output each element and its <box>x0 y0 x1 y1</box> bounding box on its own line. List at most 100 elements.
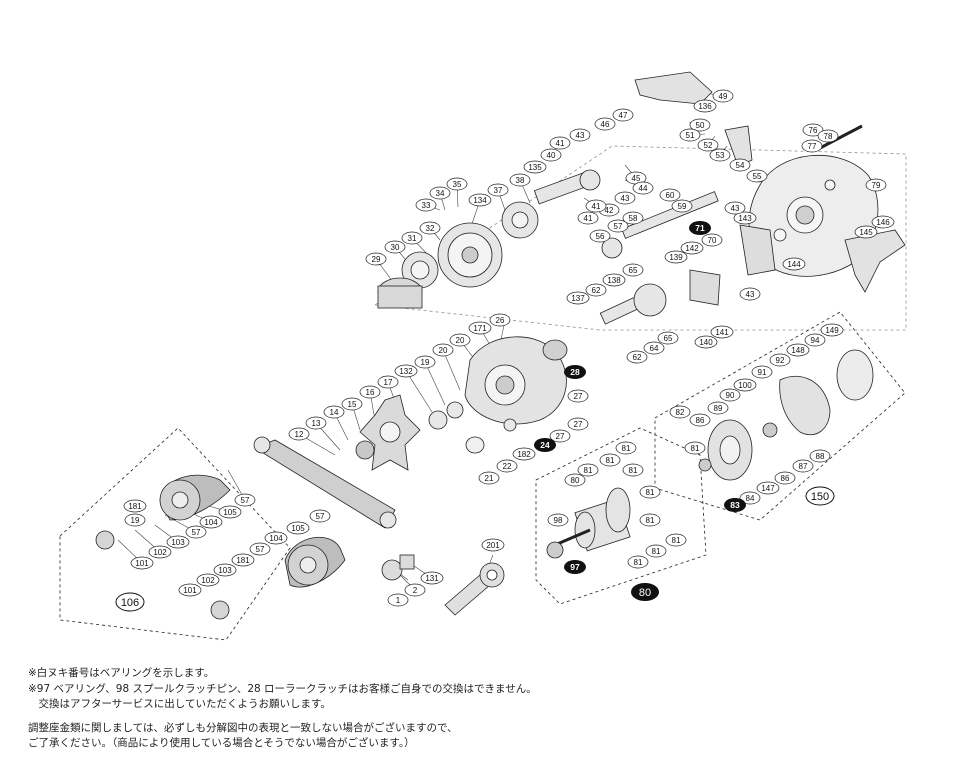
filled-badges: 71 28 24 83 97 <box>534 221 746 574</box>
svg-text:81: 81 <box>634 558 643 567</box>
svg-text:94: 94 <box>811 336 820 345</box>
svg-text:55: 55 <box>753 172 762 181</box>
svg-text:62: 62 <box>592 286 601 295</box>
svg-text:27: 27 <box>556 432 565 441</box>
svg-text:2: 2 <box>413 586 418 595</box>
svg-text:54: 54 <box>736 161 745 170</box>
svg-text:43: 43 <box>746 290 755 299</box>
svg-text:105: 105 <box>223 508 237 517</box>
svg-text:102: 102 <box>201 576 215 585</box>
svg-text:92: 92 <box>776 356 785 365</box>
svg-text:81: 81 <box>606 456 615 465</box>
svg-text:71: 71 <box>695 223 705 233</box>
svg-text:86: 86 <box>781 474 790 483</box>
drag-star-cover-145 <box>844 229 906 293</box>
svg-text:88: 88 <box>816 452 825 461</box>
svg-text:49: 49 <box>719 92 728 101</box>
svg-text:60: 60 <box>666 191 675 200</box>
handle-arm <box>253 436 397 529</box>
assembly-badges: 106 80 150 <box>115 486 835 612</box>
svg-text:131: 131 <box>425 574 439 583</box>
svg-text:81: 81 <box>672 536 681 545</box>
drag-star-stack <box>355 394 517 471</box>
svg-text:103: 103 <box>218 566 232 575</box>
svg-text:57: 57 <box>192 528 201 537</box>
level-wind-shaft <box>599 191 776 325</box>
tool-201 <box>444 562 505 616</box>
svg-text:21: 21 <box>485 474 494 483</box>
side-plate-part <box>698 349 874 481</box>
svg-text:78: 78 <box>824 132 833 141</box>
svg-text:77: 77 <box>808 142 817 151</box>
svg-text:81: 81 <box>652 547 661 556</box>
svg-text:91: 91 <box>758 368 767 377</box>
svg-text:47: 47 <box>619 111 628 120</box>
svg-text:24: 24 <box>540 440 550 450</box>
thumb-bar-part <box>634 71 713 105</box>
svg-text:57: 57 <box>256 545 265 554</box>
svg-text:81: 81 <box>584 466 593 475</box>
svg-text:41: 41 <box>592 202 601 211</box>
svg-text:65: 65 <box>664 334 673 343</box>
svg-text:44: 44 <box>639 184 648 193</box>
svg-text:149: 149 <box>825 326 839 335</box>
svg-text:81: 81 <box>629 466 638 475</box>
svg-text:27: 27 <box>574 392 583 401</box>
note-replacement-warning: ※97 ベアリング、98 スプールクラッチピン、28 ローラークラッチはお客様ご… <box>28 682 537 695</box>
svg-text:80: 80 <box>571 476 580 485</box>
svg-text:81: 81 <box>691 444 700 453</box>
knob-cap-lower <box>210 600 230 620</box>
svg-text:150: 150 <box>811 491 829 503</box>
note-after-service: 交換はアフターサービスに出していただくようお願いします。 <box>28 698 331 710</box>
svg-text:1: 1 <box>396 596 401 605</box>
svg-text:20: 20 <box>456 336 465 345</box>
svg-text:27: 27 <box>574 420 583 429</box>
svg-text:59: 59 <box>678 202 687 211</box>
handle-knob-upper <box>159 474 231 521</box>
svg-text:22: 22 <box>503 462 512 471</box>
svg-text:81: 81 <box>622 444 631 453</box>
svg-text:101: 101 <box>135 559 149 568</box>
svg-text:35: 35 <box>453 180 462 189</box>
svg-text:43: 43 <box>731 204 740 213</box>
main-frame-body <box>464 336 568 425</box>
svg-text:64: 64 <box>650 344 659 353</box>
svg-text:137: 137 <box>571 294 585 303</box>
svg-text:45: 45 <box>632 174 641 183</box>
svg-text:143: 143 <box>738 214 752 223</box>
svg-text:43: 43 <box>576 131 585 140</box>
svg-text:144: 144 <box>787 260 801 269</box>
svg-text:30: 30 <box>391 243 400 252</box>
svg-text:28: 28 <box>570 367 580 377</box>
svg-text:37: 37 <box>494 186 503 195</box>
side-plate-group-outline <box>654 311 906 521</box>
svg-text:20: 20 <box>439 346 448 355</box>
note-washer-disclaimer-2: ご了承ください。（商品により使用している場合とそうでない場合がございます。） <box>28 737 415 749</box>
svg-text:145: 145 <box>859 228 873 237</box>
svg-text:84: 84 <box>746 494 755 503</box>
svg-text:171: 171 <box>473 324 487 333</box>
svg-text:101: 101 <box>183 586 197 595</box>
svg-text:87: 87 <box>799 462 808 471</box>
svg-text:135: 135 <box>528 163 542 172</box>
svg-text:31: 31 <box>408 234 417 243</box>
small-parts-131 <box>381 554 415 581</box>
svg-text:41: 41 <box>556 139 565 148</box>
svg-text:141: 141 <box>715 328 729 337</box>
svg-text:38: 38 <box>516 176 525 185</box>
svg-text:41: 41 <box>584 214 593 223</box>
svg-text:98: 98 <box>554 516 563 525</box>
svg-text:148: 148 <box>791 346 805 355</box>
svg-text:42: 42 <box>605 206 614 215</box>
svg-text:103: 103 <box>171 538 185 547</box>
svg-text:83: 83 <box>730 500 740 510</box>
handle-group-outline <box>59 427 291 641</box>
svg-text:19: 19 <box>131 516 140 525</box>
svg-text:57: 57 <box>316 512 325 521</box>
svg-text:65: 65 <box>629 266 638 275</box>
svg-text:146: 146 <box>876 218 890 227</box>
main-shaft-assembly <box>377 169 601 309</box>
